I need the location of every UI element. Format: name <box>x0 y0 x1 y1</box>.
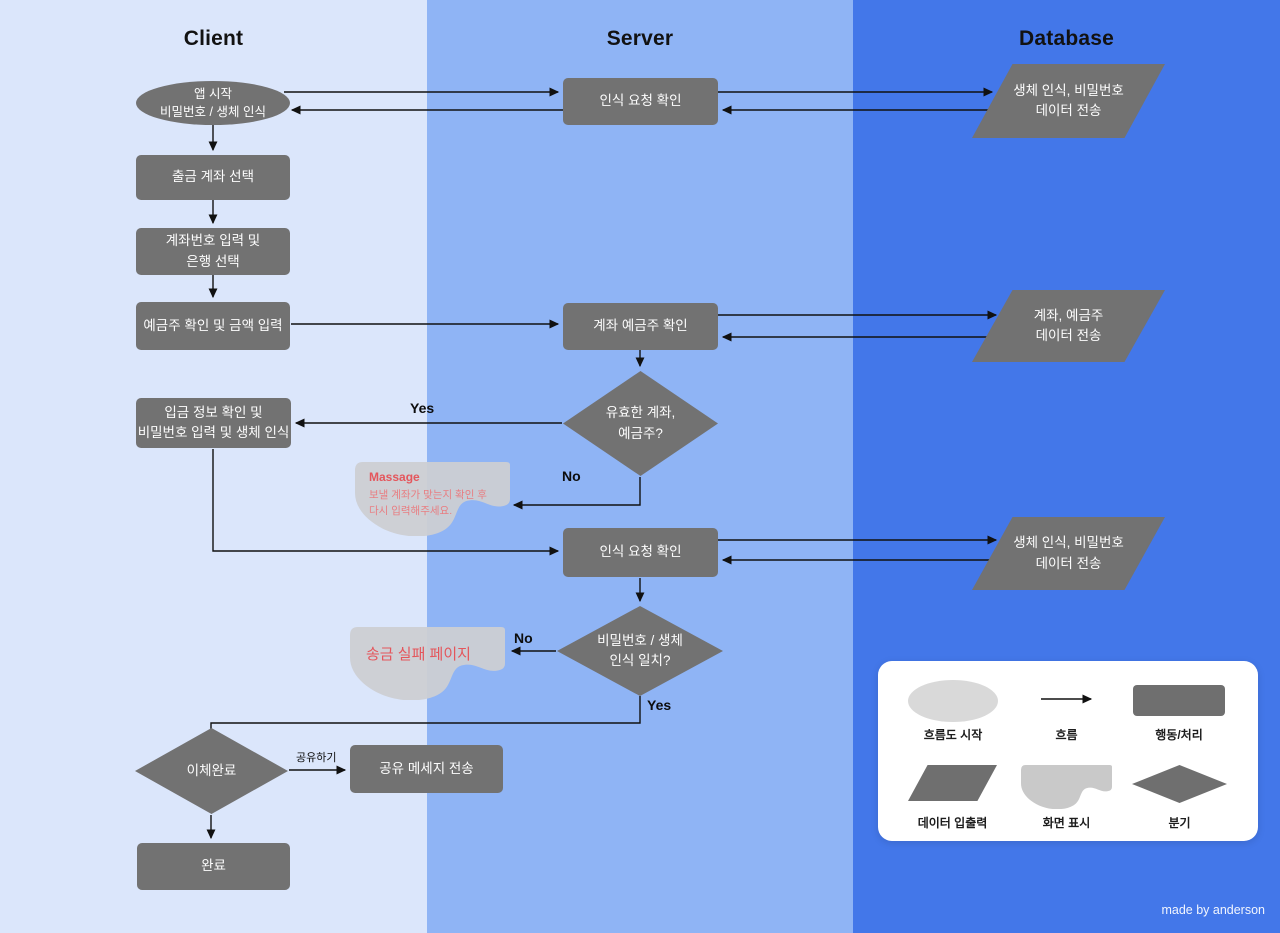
legend-display-shape-icon <box>1021 765 1112 809</box>
edge-label-no: No <box>514 630 533 646</box>
massage-title: Massage <box>369 470 420 484</box>
fail-page-label: 송금 실패 페이지 <box>366 646 471 663</box>
massage-line: 보낼 계좌가 맞는지 확인 후 <box>369 489 487 501</box>
node-account-holder-check: 계좌 예금주 확인 <box>563 303 718 350</box>
credit-text: made by anderson <box>1161 903 1265 917</box>
legend-panel: 흐름도 시작 흐름 행동/처리 데이터 입출력 화면 표시 분기 <box>878 661 1258 841</box>
legend-label-start: 흐름도 시작 <box>923 728 983 742</box>
edge-label-share: 공유하기 <box>296 752 337 764</box>
display-shape-icon <box>355 462 510 536</box>
display-massage-popup: Massage 보낼 계좌가 맞는지 확인 후 다시 입력해주세요. <box>355 462 510 536</box>
legend-flow-arrow-icon <box>1041 694 1093 704</box>
legend-start-ellipse-icon <box>908 680 998 722</box>
legend-label-flow: 흐름 <box>1055 728 1078 742</box>
lane-title-client: Client <box>183 27 244 50</box>
lane-title-server: Server <box>606 27 674 50</box>
node-done: 완료 <box>137 843 290 890</box>
node-deposit-info-confirm: 입금 정보 확인 및 비밀번호 입력 및 생체 인식 <box>136 398 291 448</box>
legend-label-action: 행동/처리 <box>1155 728 1203 742</box>
display-shape-icon <box>350 627 505 700</box>
legend-data-io-parallelogram-icon <box>908 765 997 801</box>
node-withdraw-account-select: 출금 계좌 선택 <box>136 155 290 200</box>
legend-label-display: 화면 표시 <box>1042 816 1091 830</box>
node-account-number-input: 계좌번호 입력 및 은행 선택 <box>136 228 290 275</box>
lane-title-database: Database <box>1019 27 1114 50</box>
edge-label-yes: Yes <box>647 697 672 713</box>
legend-label-data-io: 데이터 입출력 <box>917 816 988 830</box>
legend-action-rect-icon <box>1133 685 1225 716</box>
massage-line: 다시 입력해주세요. <box>369 505 453 518</box>
node-holder-amount-input: 예금주 확인 및 금액 입력 <box>136 302 290 350</box>
display-transfer-fail-page: 송금 실패 페이지 <box>350 627 505 700</box>
legend-branch-diamond-icon <box>1132 765 1227 803</box>
node-auth-request-check-1: 인식 요청 확인 <box>563 78 718 125</box>
legend-label-branch: 분기 <box>1168 816 1191 830</box>
node-app-start: 앱 시작 비밀번호 / 생체 인식 <box>136 81 290 125</box>
node-share-message-send: 공유 메세지 전송 <box>350 745 503 793</box>
edge-label-no: No <box>562 468 581 484</box>
edge-label-yes: Yes <box>410 400 435 416</box>
node-auth-request-check-2: 인식 요청 확인 <box>563 528 718 577</box>
